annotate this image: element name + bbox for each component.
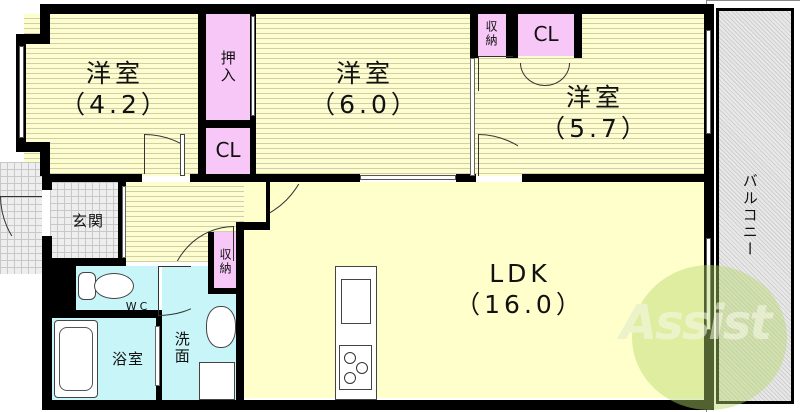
watermark-logo: Assist	[620, 265, 790, 410]
room-label-bathroom: 浴室	[111, 350, 144, 368]
storage-label-shuno-2: 収納	[218, 248, 232, 276]
room-size: （4.2）	[60, 90, 170, 120]
western-room-4-2-floor	[24, 14, 202, 176]
wall	[190, 174, 360, 182]
storage-label-cl-2: CL	[533, 22, 559, 46]
cl-closet-1	[204, 127, 252, 175]
room-label-ldk: LDK （16.0）	[440, 258, 600, 321]
room-label-toilet: WC	[125, 300, 151, 313]
wall	[574, 14, 582, 58]
room-size: （16.0）	[455, 290, 585, 320]
wall	[16, 142, 50, 152]
room-size: （6.0）	[310, 90, 420, 120]
western-room-6-0-floor	[254, 14, 472, 176]
wall	[522, 174, 712, 182]
entrance-floor	[50, 182, 120, 260]
room-size: （5.7）	[540, 114, 650, 144]
wall	[42, 400, 714, 410]
stove	[339, 345, 372, 390]
kitchen-sink	[341, 279, 371, 324]
room-label-balcony: バルコニー	[740, 172, 759, 258]
partition	[470, 58, 475, 176]
wall	[470, 14, 478, 58]
wall	[704, 4, 714, 404]
burner	[356, 362, 368, 374]
room-name: 洋室	[565, 83, 624, 112]
wall	[40, 4, 712, 14]
wall	[506, 14, 518, 58]
room-label-western-6-0: 洋室 （6.0）	[300, 58, 430, 121]
ldk-floor	[244, 182, 708, 398]
bathtub-inner	[59, 327, 93, 391]
wall	[40, 4, 50, 42]
room-label-western-5-7: 洋室 （5.7）	[525, 82, 665, 145]
washing-machine-pan	[199, 362, 235, 400]
room-name: LDK	[489, 259, 551, 288]
burner	[344, 352, 356, 364]
toilet-bowl	[94, 273, 134, 299]
room-name: 洋室	[85, 59, 144, 88]
wall	[52, 260, 76, 318]
wall	[266, 182, 270, 230]
door-leaf	[180, 134, 185, 176]
wall	[42, 258, 126, 266]
wall	[208, 232, 214, 292]
room-label-entrance: 玄関	[71, 212, 104, 230]
partition	[155, 326, 160, 386]
door-swing	[478, 56, 513, 91]
wall	[52, 310, 158, 318]
wall	[40, 142, 50, 176]
oshiire-closet	[206, 14, 250, 120]
wall	[236, 222, 270, 230]
wall	[198, 14, 206, 176]
wall	[42, 236, 52, 410]
wall	[198, 120, 252, 128]
balcony-floor	[716, 8, 794, 404]
watermark-text: Assist	[620, 295, 772, 351]
wall	[236, 222, 244, 400]
watermark-circle	[632, 265, 787, 410]
window	[706, 238, 711, 330]
wash-basin	[206, 306, 236, 348]
wall	[16, 34, 50, 44]
cl-closet-2	[518, 14, 574, 56]
room-label-washroom: 洗面	[172, 331, 191, 365]
window	[251, 16, 255, 116]
wall	[456, 174, 476, 182]
window	[19, 46, 24, 138]
storage-label-shuno-1: 収納	[484, 20, 498, 48]
bathtub	[54, 320, 98, 398]
storage-label-oshiire: 押入	[218, 50, 237, 84]
window	[706, 30, 711, 134]
storage-label-cl-1: CL	[215, 138, 241, 162]
room-name: 洋室	[335, 59, 394, 88]
shuno-closet-1	[476, 14, 506, 56]
window	[360, 175, 456, 180]
kitchen-counter	[335, 266, 377, 400]
room-label-western-4-2: 洋室 （4.2）	[40, 58, 190, 121]
wall	[208, 288, 238, 294]
burner	[344, 372, 356, 384]
wall	[42, 174, 142, 182]
partition	[122, 186, 126, 258]
wall	[42, 176, 52, 190]
